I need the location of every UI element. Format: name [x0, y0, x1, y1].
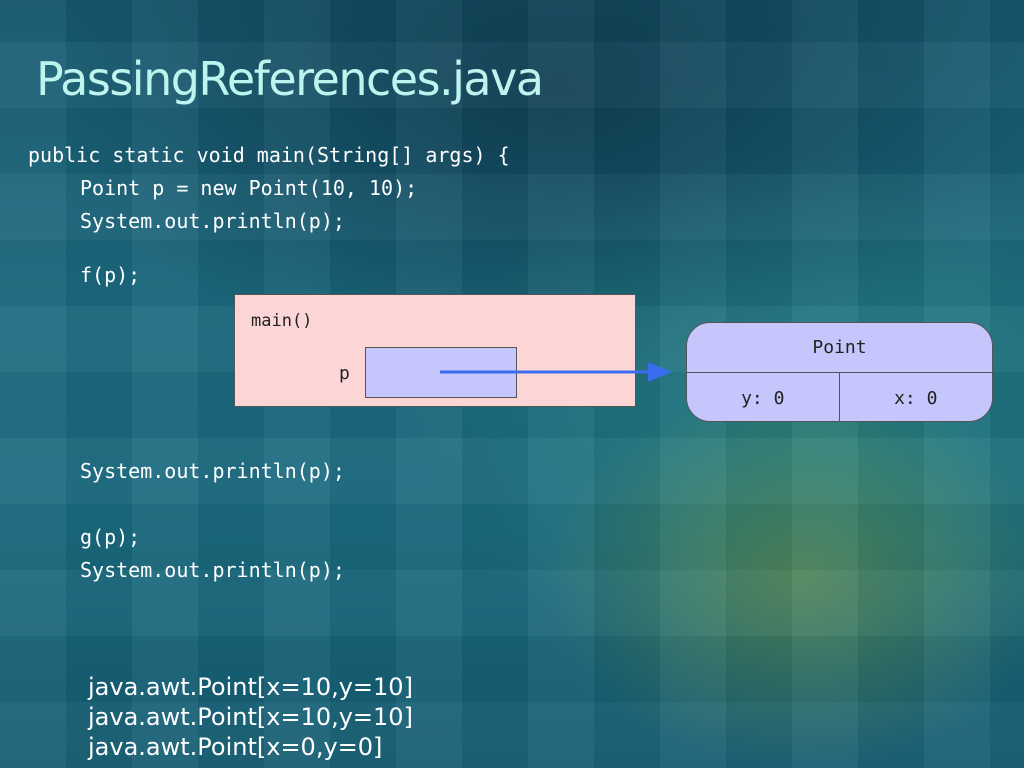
code-line-println-1: System.out.println(p);: [80, 209, 345, 233]
slide-title: PassingReferences.java: [36, 52, 544, 106]
variable-label-p: p: [339, 363, 350, 384]
object-field-y: y: 0: [687, 373, 840, 421]
code-line-println-3: System.out.println(p);: [80, 558, 345, 582]
object-class-name: Point: [687, 323, 992, 373]
stack-frame-label: main(): [251, 311, 313, 331]
output-line: java.awt.Point[x=10,y=10]: [88, 673, 413, 701]
output-line: java.awt.Point[x=10,y=10]: [88, 703, 413, 731]
object-field-y-label: y: 0: [741, 387, 785, 409]
code-line-new-point: Point p = new Point(10, 10);: [80, 176, 418, 200]
program-output: java.awt.Point[x=10,y=10]java.awt.Point[…: [88, 672, 413, 762]
heap-object-point: Point y: 0 x: 0: [686, 322, 993, 422]
code-line-println-2: System.out.println(p);: [80, 459, 345, 483]
object-field-x: x: 0: [840, 373, 993, 421]
code-line-call-f: f(p);: [80, 263, 141, 287]
variable-slot-p: [365, 347, 517, 398]
code-line-call-g: g(p);: [80, 525, 141, 549]
code-line-main-signature: public static void main(String[] args) {: [28, 143, 510, 167]
output-line: java.awt.Point[x=0,y=0]: [88, 733, 383, 761]
stack-frame-main: main() p: [234, 294, 636, 407]
object-field-x-label: x: 0: [894, 387, 938, 409]
object-class-label: Point: [812, 337, 867, 358]
